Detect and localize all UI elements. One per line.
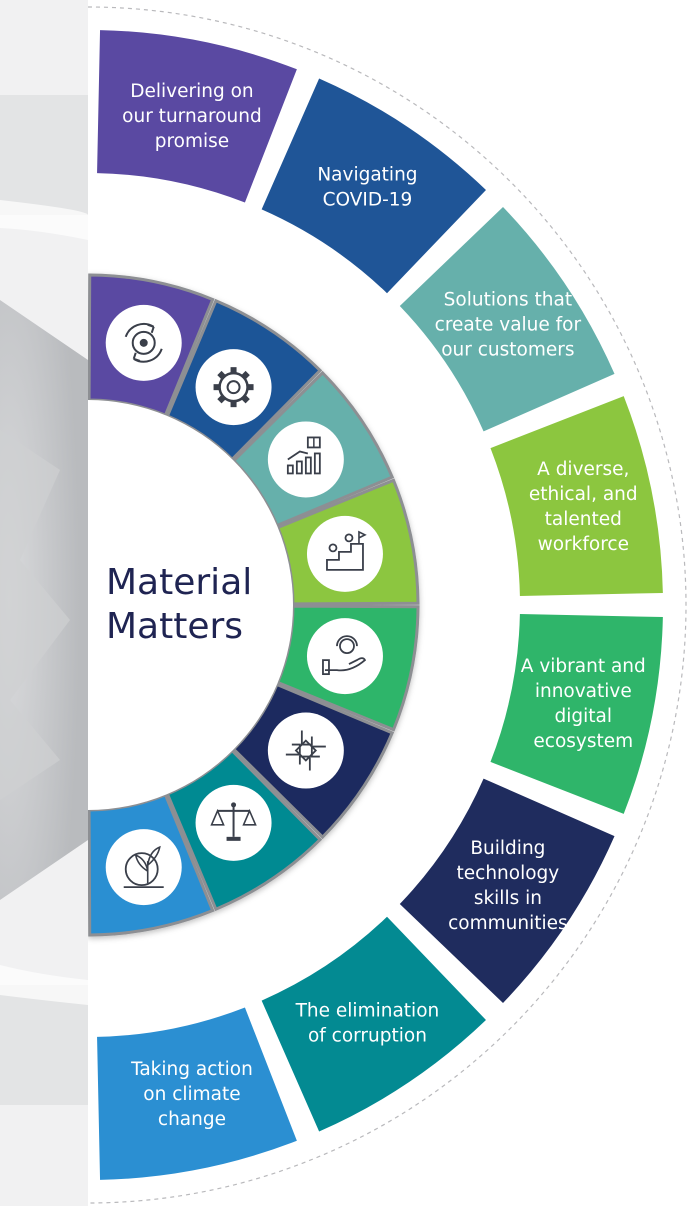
outer-segment-8: [97, 1007, 297, 1180]
center-title-line-2: Matters: [106, 606, 243, 647]
growth-gift-icon: [267, 421, 344, 498]
segment-label-line: technology: [457, 863, 560, 884]
segment-label-line: of corruption: [308, 1026, 427, 1047]
outer-segment-6: [399, 778, 615, 1003]
scales-icon: [195, 784, 272, 861]
segment-label-line: skills in: [474, 888, 542, 909]
segment-label-line: ethical, and: [529, 484, 638, 505]
outer-segment-1: [97, 30, 297, 203]
outer-segment-3: [399, 207, 615, 432]
hand-support-icon: [306, 618, 383, 695]
joined-hands-icon: [267, 712, 344, 789]
background-left-panel: [0, 0, 88, 1206]
segment-label-line: talented: [545, 509, 622, 530]
outer-segment-5: [490, 614, 663, 814]
segment-label-line: The elimination: [295, 1001, 440, 1022]
segment-label-line: Navigating: [317, 164, 417, 185]
segment-label-line: create value for: [435, 314, 582, 335]
segment-label-line: on climate: [143, 1084, 240, 1105]
team-climb-icon: [306, 515, 383, 592]
segment-label-line: Building: [470, 838, 545, 859]
segment-label-3: Solutions that create value for our custom…: [435, 289, 582, 360]
segment-label-7: The elimination of corruption: [295, 1001, 440, 1047]
svg-text:Matters: Matters: [106, 606, 243, 647]
segment-label-4: A diverse, ethical, and talented workforce: [529, 459, 638, 555]
segment-label-line: promise: [155, 131, 229, 152]
segment-label-5: A vibrant and innovative digital ecosystem: [521, 656, 646, 752]
segment-label-line: workforce: [538, 534, 629, 555]
outer-segment-2: [261, 78, 486, 294]
center-title-line-1: Material: [106, 562, 252, 603]
segment-label-line: A diverse,: [537, 459, 629, 480]
segment-label-6: Building technology skills in communities: [448, 838, 568, 934]
cycle-gear-icon: [105, 304, 182, 381]
segment-label-line: innovative: [535, 681, 632, 702]
segment-label-line: digital: [555, 706, 613, 727]
outer-segment-7: [261, 916, 486, 1132]
outer-segment-4: [490, 396, 663, 596]
segment-label-line: Taking action: [130, 1059, 253, 1080]
gear-virus-icon: [195, 349, 272, 426]
segment-label-8: Taking action on climate change: [130, 1059, 253, 1130]
segment-label-line: A vibrant and: [521, 656, 646, 677]
segment-label-line: ecosystem: [533, 731, 633, 752]
globe-plant-icon: [105, 829, 182, 906]
segment-label-line: communities: [448, 913, 568, 934]
icon-layer: [105, 304, 383, 906]
segment-label-1: Delivering on our turnaround promise: [122, 81, 262, 152]
svg-text:Material: Material: [106, 562, 252, 603]
segment-label-line: our customers: [441, 339, 574, 360]
segment-label-line: Solutions that: [444, 289, 572, 310]
segment-label-line: change: [158, 1109, 226, 1130]
label-layer: Delivering on our turnaround promiseNaviga…: [122, 81, 646, 1130]
center-hub: Material Matters: [88, 400, 293, 810]
segment-label-line: Delivering on: [130, 81, 253, 102]
dashed-outer-arc: [87, 6, 687, 1204]
outer-ring: [97, 30, 663, 1180]
segment-label-line: COVID-19: [323, 189, 413, 210]
segment-label-line: our turnaround: [122, 106, 262, 127]
